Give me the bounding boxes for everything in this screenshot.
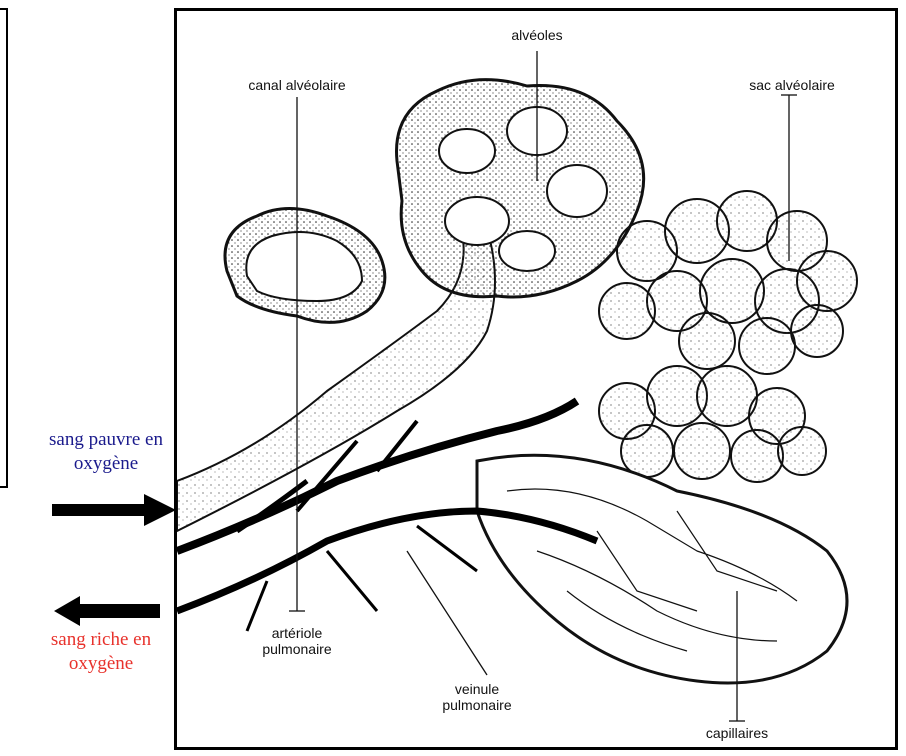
poor-blood-note: sang pauvre en oxygène <box>36 428 176 476</box>
label-veinule-pulmonaire: veinule pulmonaire <box>417 681 537 713</box>
alveoli-illustration: alvéoles canal alvéolaire sac alvéolaire… <box>174 8 898 750</box>
label-alveoles: alvéoles <box>497 27 577 43</box>
label-capillaires: capillaires <box>687 725 787 741</box>
label-canal-alveolaire: canal alvéolaire <box>217 77 377 93</box>
label-arteriole-pulmonaire: artériole pulmonaire <box>237 625 357 657</box>
label-veinule-line2: pulmonaire <box>417 697 537 713</box>
label-arteriole-line1: artériole <box>237 625 357 641</box>
poor-blood-line2: oxygène <box>36 452 176 476</box>
rich-blood-line2: oxygène <box>26 652 176 676</box>
arrow-left-icon <box>54 596 174 626</box>
label-veinule-line1: veinule <box>417 681 537 697</box>
left-bracket-panel <box>0 8 8 488</box>
label-arteriole-line2: pulmonaire <box>237 641 357 657</box>
poor-blood-line1: sang pauvre en <box>36 428 176 452</box>
arrow-right-icon <box>52 492 182 528</box>
label-sac-alveolaire: sac alvéolaire <box>717 77 867 93</box>
rich-blood-note: sang riche en oxygène <box>26 628 176 676</box>
rich-blood-line1: sang riche en <box>26 628 176 652</box>
